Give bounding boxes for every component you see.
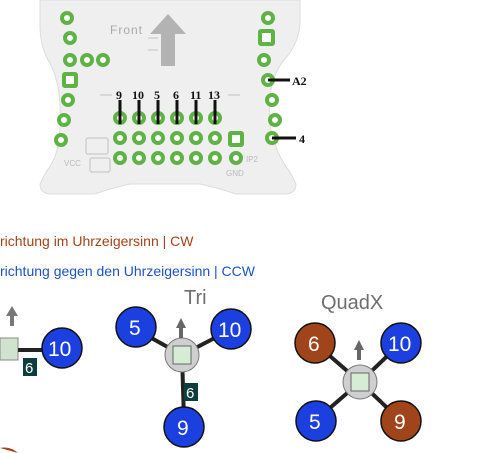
tri-title: Tri (184, 287, 207, 309)
tri-motor-9 (163, 406, 205, 448)
tri-motor-10-label: 10 (218, 319, 241, 342)
pin-wires (118, 78, 296, 140)
diagram-partial: 10 6 (0, 306, 83, 453)
legend-cw: richtung im Uhrzeigersinn | CW (0, 233, 194, 249)
tri-servo-box (184, 383, 198, 401)
pin-label-4: 4 (299, 132, 305, 146)
partial-board-chip (0, 337, 19, 361)
quadx-motor-10 (380, 322, 422, 364)
quadx-motor-9-label: 9 (394, 411, 406, 434)
silk-vcc: VCC (64, 159, 81, 168)
quadx-title: QuadX (321, 292, 384, 314)
partial-arrow-icon (6, 306, 18, 326)
pin-label-13: 13 (208, 88, 220, 102)
pin-number-labels: 9 10 5 6 11 13 A2 4 (116, 74, 307, 146)
legend-ccw: richtung gegen den Uhrzeigersinn | CCW (0, 263, 255, 279)
board-silkscreen (85, 37, 240, 173)
quadx-arrow-icon (354, 340, 364, 360)
partial-servo-box (23, 358, 37, 376)
partial-servo-label: 6 (25, 360, 33, 377)
tri-motor-5-label: 5 (129, 317, 141, 340)
tri-motor-9-label: 9 (177, 417, 189, 440)
silk-gnd: GND (226, 169, 244, 178)
quadx-motor-9 (380, 400, 422, 442)
pin-label-11: 11 (190, 88, 201, 102)
pin-label-10: 10 (132, 88, 144, 102)
silk-ip2: IP2 (246, 155, 259, 164)
flight-controller-board: Front 9 10 5 6 11 13 A2 4 VCC GND IP2 (39, 0, 307, 195)
quadx-motor-6 (294, 322, 336, 364)
tri-arrow-icon (176, 318, 186, 338)
diagram-quadx: 6 10 5 9 (294, 322, 422, 442)
quadx-motor-5-label: 5 (309, 411, 321, 434)
partial-motor-10 (41, 327, 83, 369)
front-label: Front (110, 23, 143, 37)
pin-label-6: 6 (173, 88, 179, 102)
left-pad-column (54, 11, 110, 147)
quadx-motor-5 (295, 400, 337, 442)
tri-motor-10 (210, 308, 252, 350)
pin-label-5: 5 (154, 88, 160, 102)
tri-motor-5 (115, 306, 157, 348)
partial-motor-10-label: 10 (48, 338, 71, 361)
tri-servo-label: 6 (186, 385, 194, 402)
motor-header-pads (113, 111, 244, 165)
diagram-tri: 5 10 9 6 (115, 306, 252, 448)
partial-motor-bottom (0, 447, 18, 453)
pin-label-a2: A2 (292, 74, 307, 88)
front-arrow-icon (150, 14, 186, 66)
quadx-board-chip (350, 372, 370, 392)
quadx-motor-6-label: 6 (308, 333, 320, 356)
pin-label-9: 9 (116, 88, 122, 102)
quadx-motor-10-label: 10 (388, 333, 411, 356)
tri-board-chip (172, 345, 192, 365)
